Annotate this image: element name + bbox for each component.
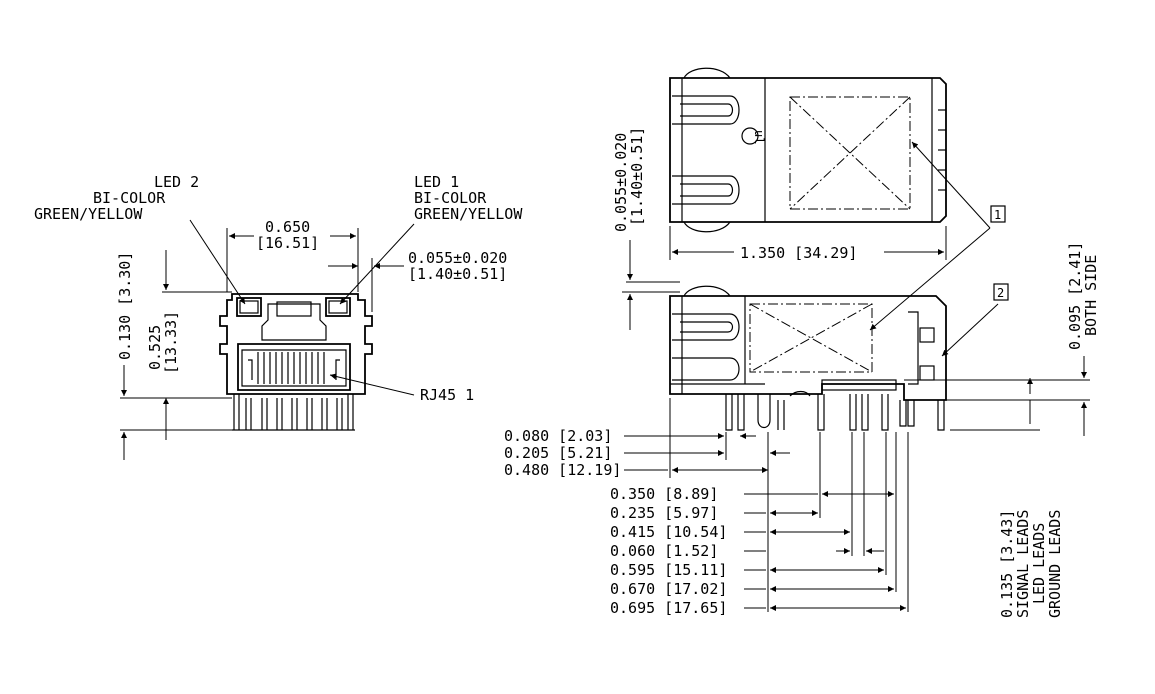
lead-dim-0480: 0.480 [12.19] xyxy=(504,461,621,479)
front-view: LED 2 BI-COLOR GREEN/YELLOW LED 1 BI-COL… xyxy=(34,173,523,460)
lead-dim-0415: 0.415 [10.54] xyxy=(610,523,727,541)
lead-length-dim: 0.135 [3.43] xyxy=(998,510,1016,618)
shield-tab-dim: 0.095 [2.41] xyxy=(1066,242,1084,350)
lead-dim-0205: 0.205 [5.21] xyxy=(504,444,612,462)
led-offset-dim-mm: [1.40±0.51] xyxy=(408,265,507,283)
top-view: ul 0.055±0.020 [1.40±0.51] 1.350 [34.29]… xyxy=(612,67,1006,331)
led1-label-line2: BI-COLOR xyxy=(414,189,487,207)
height-dim-mm: [13.33] xyxy=(162,311,180,374)
side-view: 2 0.095 [2.41] BOTH SIDE 0.135 [3.43] SI… xyxy=(504,242,1100,618)
shield-tab-note: BOTH SIDE xyxy=(1082,255,1100,336)
lead-dim-0060: 0.060 [1.52] xyxy=(610,542,718,560)
lead-dim-0080: 0.080 [2.03] xyxy=(504,427,612,445)
led-height-dim: 0.130 [3.30] xyxy=(116,252,134,360)
lead-length-led: LED LEADS xyxy=(1030,523,1048,604)
lead-dim-0695: 0.695 [17.65] xyxy=(610,599,727,617)
port-label: RJ45 1 xyxy=(420,386,474,404)
length-dim: 1.350 [34.29] xyxy=(740,244,857,262)
lead-dim-0235: 0.235 [5.97] xyxy=(610,504,718,522)
lead-dim-0350: 0.350 [8.89] xyxy=(610,485,718,503)
lead-dim-0670: 0.670 [17.02] xyxy=(610,580,727,598)
width-dim: 0.650 xyxy=(265,218,310,236)
top-offset-dim: 0.055±0.020 xyxy=(612,133,630,232)
led1-label-line1: LED 1 xyxy=(414,173,459,191)
width-dim-mm: [16.51] xyxy=(256,234,319,252)
led1-label-line3: GREEN/YELLOW xyxy=(414,205,523,223)
ul-logo: ul xyxy=(752,130,766,144)
callout-2: 2 xyxy=(997,286,1004,300)
led2-label-line2: BI-COLOR xyxy=(93,189,166,207)
callout-1: 1 xyxy=(994,208,1001,222)
lead-length-ground: GROUND LEADS xyxy=(1046,510,1064,618)
lead-dim-0595: 0.595 [15.11] xyxy=(610,561,727,579)
height-dim: 0.525 xyxy=(146,325,164,370)
led2-label-line1: LED 2 xyxy=(154,173,199,191)
led2-label-line3: GREEN/YELLOW xyxy=(34,205,143,223)
top-offset-dim-mm: [1.40±0.51] xyxy=(628,127,646,226)
lead-length-signal: SIGNAL LEADS xyxy=(1014,510,1032,618)
led-offset-dim: 0.055±0.020 xyxy=(408,249,507,267)
